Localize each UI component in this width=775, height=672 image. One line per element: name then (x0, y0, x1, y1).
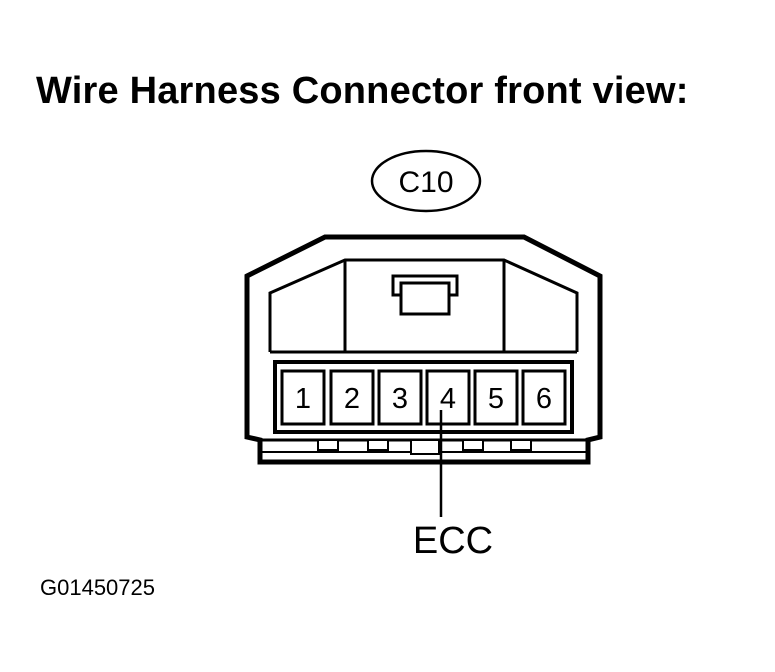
pin-number-1: 1 (295, 383, 311, 415)
pin-number-4: 4 (440, 383, 456, 415)
pin-cell-4 (425, 369, 471, 426)
pin-number-2: 2 (344, 383, 360, 415)
pin-cell-2 (329, 369, 375, 426)
diagram-title: Wire Harness Connector front view: (36, 70, 689, 112)
connector-housing (244, 234, 603, 465)
figure-id: G01450725 (40, 575, 155, 600)
pin-number-3: 3 (392, 383, 408, 415)
bottom-slot-3 (410, 439, 440, 455)
pin-cell-3 (377, 369, 423, 426)
pin-cell-6 (521, 369, 567, 426)
bottom-slot-4 (462, 439, 484, 451)
connector-code-label: C10 (398, 166, 453, 199)
pin-cells (280, 369, 567, 426)
pin-number-5: 5 (488, 383, 504, 415)
housing-inner-cavity (268, 258, 579, 352)
bottom-slot-5 (510, 439, 532, 451)
terminal-strip (273, 360, 574, 434)
pin-cell-1 (280, 369, 326, 426)
connector-code-oval (370, 149, 482, 213)
locking-tab (399, 281, 451, 316)
pin-cell-5 (473, 369, 519, 426)
callout-label-ecc: ECC (413, 520, 493, 562)
bottom-slot-2 (367, 439, 389, 451)
pin-number-6: 6 (536, 383, 552, 415)
bottom-slot-1 (317, 439, 339, 451)
